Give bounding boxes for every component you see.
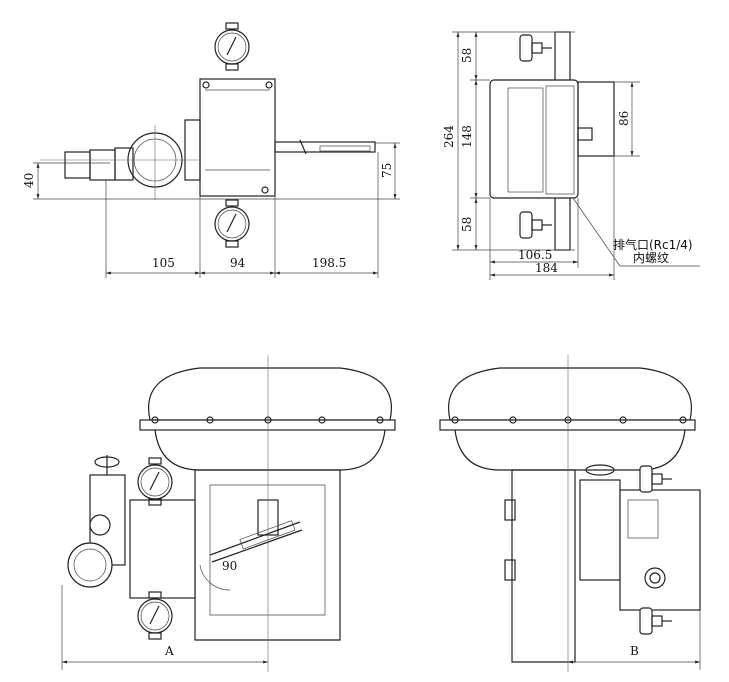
top-view-front: 40 75 105 94 198.5 [22, 22, 400, 278]
dim-106-5: 106.5 [518, 248, 552, 262]
dim-40: 40 [22, 173, 36, 188]
dim-148: 148 [460, 125, 474, 148]
pressure-gauge-icon [214, 199, 250, 248]
yoke [511, 469, 576, 663]
pressure-gauge-icon [519, 211, 553, 239]
dim-198-5: 198.5 [312, 256, 346, 270]
pressure-gauge-icon [639, 607, 673, 635]
dim-86: 86 [617, 111, 631, 126]
exhaust-leader-line [572, 197, 700, 267]
dim-184: 184 [535, 261, 558, 275]
pressure-gauge-icon [137, 457, 173, 506]
pressure-gauge-icon [214, 22, 250, 71]
dim-94: 94 [230, 256, 246, 270]
dim-58-bottom: 58 [460, 217, 474, 232]
positioner-body [129, 499, 196, 599]
junction-box [67, 542, 113, 588]
positioner-body [489, 79, 579, 199]
feedback-shaft [274, 141, 376, 153]
exhaust-port-label: 排气口(Rc1/4) [613, 237, 693, 252]
internal-thread-label: 内螺纹 [633, 251, 669, 265]
actuator-diaphragm [448, 367, 692, 421]
dim-264: 264 [442, 125, 456, 148]
pressure-gauge-icon [519, 34, 553, 62]
dim-a: A [164, 644, 174, 658]
yoke [194, 469, 341, 641]
dim-58-top: 58 [460, 48, 474, 63]
dim-75: 75 [380, 163, 394, 178]
top-view-side: 264 58 148 58 86 106.5 184 排气口(Rc1/4) 内螺… [442, 31, 700, 280]
air-filter-regulator [579, 479, 621, 581]
pressure-gauge-icon [137, 591, 173, 640]
assembly-side-view: B [439, 355, 701, 672]
dim-105: 105 [152, 256, 175, 270]
angle-90: 90 [222, 559, 237, 573]
assembly-front-view: 90 A [61, 355, 396, 672]
positioner-body [199, 78, 276, 197]
positioner-body [619, 489, 701, 611]
pressure-gauge-icon [639, 465, 673, 493]
actuator-diaphragm [148, 367, 392, 421]
cable-gland [64, 151, 91, 179]
dim-b: B [630, 644, 639, 658]
